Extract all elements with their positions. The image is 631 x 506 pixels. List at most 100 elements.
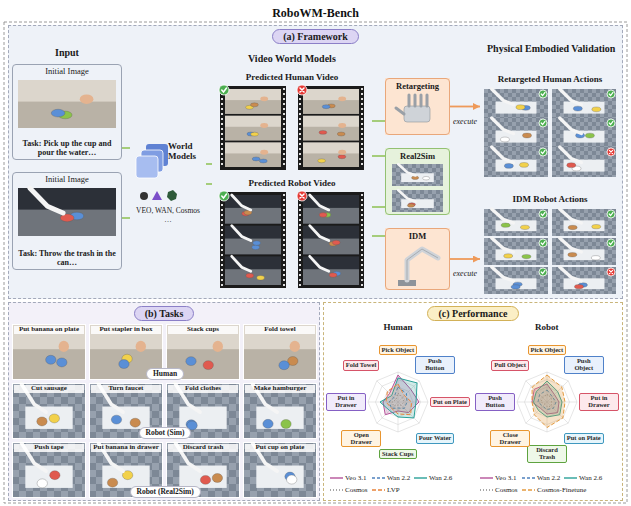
legend-text: LVP — [387, 486, 400, 494]
floor-tile — [564, 175, 568, 177]
floor-tile — [592, 89, 596, 93]
floor-tile — [508, 155, 512, 159]
floor-tile — [285, 456, 292, 463]
floor-tile — [608, 254, 612, 258]
floor-tile — [568, 291, 572, 294]
floor-tile — [194, 456, 201, 463]
robot-arm — [30, 188, 63, 213]
floor-tile — [552, 238, 556, 242]
check-icon — [539, 119, 547, 127]
floor-tile — [508, 118, 512, 122]
floor-tile — [604, 138, 608, 142]
floor-tile — [524, 126, 528, 130]
floor-tile — [552, 163, 556, 167]
floor-tile — [556, 250, 560, 254]
edge-label-box: execute — [452, 110, 478, 128]
axis-box: Push Button — [475, 393, 515, 411]
sprocket-hole — [361, 284, 363, 286]
node-heading: Initial Image — [16, 66, 118, 76]
scene-object — [591, 256, 600, 260]
scene-table — [225, 269, 281, 285]
floor-tile — [504, 151, 508, 155]
icon-glyph — [609, 121, 613, 124]
floor-tile — [492, 105, 496, 109]
floor-tile — [89, 425, 96, 432]
check-icon — [539, 210, 547, 218]
node-heading: Stack cups — [168, 326, 238, 334]
scene-image — [552, 209, 616, 236]
floor-tile — [600, 238, 604, 242]
floor-tile — [19, 477, 26, 484]
floor-tile — [612, 250, 616, 254]
floor-tile — [544, 138, 548, 142]
floor-tile — [131, 456, 138, 463]
floor-tile — [560, 254, 564, 258]
sprocket-hole — [283, 133, 285, 135]
legend-line-sample — [480, 475, 493, 481]
icon-disc — [539, 90, 547, 98]
floor-tile — [428, 210, 432, 212]
node-heading: Put on Plate — [433, 399, 467, 406]
floor-tile — [608, 163, 612, 167]
legend-line-sample — [372, 475, 385, 481]
robot-arm — [492, 238, 514, 252]
floor-tile — [440, 180, 443, 184]
robot-arm — [560, 238, 582, 252]
floor-tile — [568, 238, 572, 242]
floor-tile — [540, 163, 544, 167]
sprocket-hole — [361, 113, 363, 115]
scene-table — [225, 208, 281, 224]
floor-tile — [492, 155, 496, 159]
panel-box: (c) PerformancePick ObjectPush ButtonPut… — [323, 302, 623, 501]
film-base — [220, 86, 286, 170]
sprocket-hole — [283, 259, 285, 261]
icon-disc — [539, 239, 547, 247]
legend-item: Wan 2.2 — [372, 474, 410, 482]
logo — [152, 191, 162, 200]
legend-item: Wan 2.6 — [564, 474, 602, 482]
floor-tile — [488, 122, 492, 126]
floor-tile — [536, 250, 540, 254]
scene-object — [568, 253, 577, 257]
scene-object — [203, 361, 213, 370]
floor-tile — [592, 238, 596, 242]
scene-ground — [552, 267, 616, 294]
floor-tile — [508, 238, 512, 242]
film-base — [298, 86, 364, 170]
floor-tile — [166, 411, 173, 418]
floor-tile — [484, 105, 488, 109]
hand — [338, 150, 346, 155]
floor-tile — [568, 262, 572, 265]
scene-ground — [243, 442, 317, 498]
floor-tile — [532, 118, 536, 122]
sprocket-hole — [299, 254, 301, 256]
op-box: Real2Sim — [385, 148, 450, 215]
thumb — [396, 108, 404, 114]
floor-tile — [596, 271, 600, 275]
sprocket-hole — [361, 98, 363, 100]
floor-tile — [420, 194, 424, 198]
scene-image — [484, 147, 548, 177]
floor-tile — [75, 404, 82, 411]
scene-ground — [18, 188, 116, 236]
sprocket-hole — [283, 269, 285, 271]
icon-disc — [539, 268, 547, 276]
floor-tile — [488, 101, 492, 105]
floor-tile — [392, 164, 396, 168]
floor-tile — [600, 89, 604, 93]
floor-tile — [488, 130, 492, 134]
floor-tile — [504, 93, 508, 97]
floor-tile — [604, 229, 608, 233]
floor-tile — [604, 175, 608, 177]
floor-tile — [484, 118, 488, 122]
sprocket-hole — [221, 239, 223, 241]
check-icon — [539, 90, 547, 98]
sprocket-hole — [361, 214, 363, 216]
node-body: Task: Pick up the cup and pour the water… — [16, 139, 118, 157]
floor-tile — [588, 213, 592, 217]
floor-tile — [492, 126, 496, 130]
robot-arm — [232, 226, 251, 241]
floor-tile — [600, 291, 604, 294]
scene-image — [303, 256, 359, 285]
